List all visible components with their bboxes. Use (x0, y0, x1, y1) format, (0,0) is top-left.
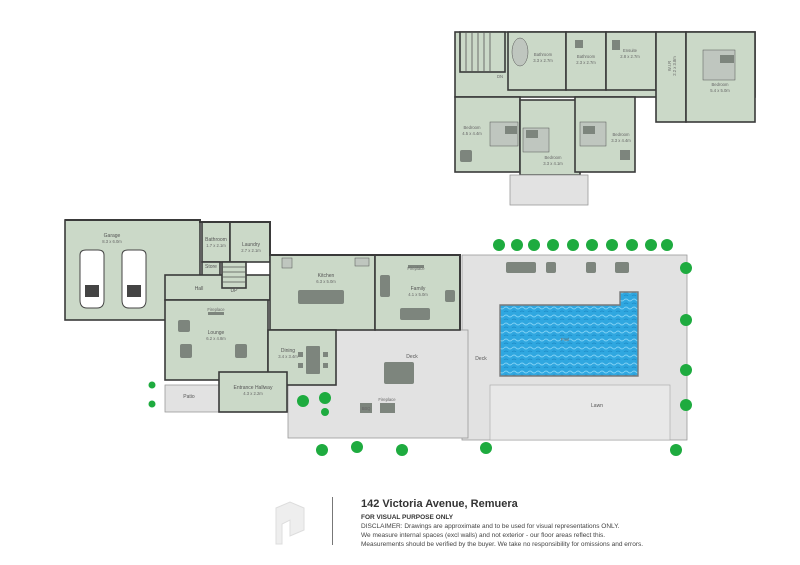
label-bedroom-c: Bedroom (613, 132, 631, 137)
label-bedroom-master: Bedroom (712, 82, 730, 87)
dim-garage: 8.3 x 6.0m (102, 239, 122, 244)
label-kitchen: Kitchen (318, 273, 335, 279)
label-bedroom-b: Bedroom (545, 155, 563, 160)
stair-down (459, 31, 506, 73)
balcony (509, 174, 589, 206)
trees (148, 239, 692, 456)
label-deck-pool: Deck (475, 356, 487, 362)
stairs-up (221, 261, 247, 289)
label-ensuite: Ensuite (623, 48, 638, 53)
lounge-fireplace (208, 312, 224, 315)
label-laundry: Laundry (242, 242, 261, 248)
label-bathroom-up1: Bathroom (534, 52, 553, 57)
stair-treads (222, 266, 246, 283)
label-patio: Patio (183, 394, 195, 400)
garage-cars (79, 249, 147, 309)
label-bathroom-up2: Bathroom (577, 54, 596, 59)
patio-area (164, 384, 220, 413)
dim-bedroom-a: 4.5 x 4.4m (462, 131, 482, 136)
pool-furniture (506, 262, 629, 273)
family-fireplace (408, 265, 424, 268)
disclaimer: DISCLAIMER: Drawings are approximate and… (361, 522, 721, 549)
dining-room (267, 329, 337, 386)
exterior-walls (65, 219, 461, 330)
label-entrance: Entrance Hallway (234, 385, 273, 391)
label-lawn: Lawn (591, 403, 603, 409)
label-pool: Pool (561, 337, 569, 342)
label-store: Store (205, 264, 217, 270)
dim-bathroom-up2: 2.3 x 2.7m (576, 60, 596, 65)
lawn-area (489, 384, 671, 441)
label-bbq: BBQ (362, 406, 372, 411)
label-hall: Hall (195, 286, 204, 292)
wir-room (655, 31, 687, 123)
upper-furniture (460, 37, 736, 162)
label-dining: Dining (281, 348, 295, 354)
kitchen-furniture (281, 257, 370, 304)
footer-divider (332, 497, 333, 545)
dim-kitchen: 6.3 x 5.0m (316, 279, 336, 284)
disclaimer-line-3: Measurements should be verified by the b… (361, 541, 644, 548)
disclaimer-label: DISCLAIMER: (361, 523, 403, 530)
dim-family: 4.1 x 5.0m (408, 292, 428, 297)
bathroom-up2-room (565, 31, 607, 91)
property-title: 142 Victoria Avenue, Remuera (361, 498, 518, 510)
visual-purpose-notice: FOR VISUAL PURPOSE ONLY (361, 514, 454, 521)
label-lounge: Lounge (208, 330, 225, 336)
label-wir: W.I.R (667, 61, 672, 71)
label-bedroom-a: Bedroom (464, 125, 482, 130)
label-up: UP (231, 288, 239, 294)
dim-wir: 2.2 x 3.8m (672, 56, 677, 76)
hall-room (164, 274, 271, 301)
family-furniture (380, 265, 455, 320)
dim-entrance: 4.3 x 2.2m (243, 391, 263, 396)
entrance-room (218, 371, 288, 413)
label-fireplace-deck: Fireplace (378, 397, 396, 402)
label-deck-main: Deck (406, 354, 418, 360)
label-fireplace-lounge: Fireplace (207, 307, 225, 312)
label-garage: Garage (104, 233, 121, 239)
deck-fireplace (380, 403, 395, 413)
label-fireplace-family: Fireplace (407, 266, 425, 271)
dim-bedroom-b: 3.3 x 4.1m (543, 161, 563, 166)
disclaimer-line-1: DISCLAIMER: Drawings are approximate and… (361, 522, 721, 531)
label-family: Family (411, 286, 426, 292)
pool-shape (499, 291, 639, 377)
dim-lounge: 6.2 x 4.8m (206, 336, 226, 341)
dim-bathroom-up1: 3.3 x 2.7m (533, 58, 553, 63)
dim-laundry: 2.7 x 2.1m (241, 248, 261, 253)
dim-dining: 3.4 x 3.4m (278, 354, 298, 359)
lounge-furniture (178, 312, 247, 358)
dining-furniture (298, 346, 328, 374)
dim-bathroom-ground: 1.7 x 2.1m (206, 243, 226, 248)
label-bathroom-ground: Bathroom (205, 237, 227, 243)
deck-furniture (360, 362, 414, 413)
disclaimer-text-1: Drawings are approximate and to be used … (404, 523, 620, 530)
dim-bedroom-c: 3.3 x 4.4m (611, 138, 631, 143)
dim-ensuite: 2.8 x 2.7m (620, 54, 640, 59)
company-logo-icon (275, 501, 305, 545)
stair-down-treads (465, 32, 491, 72)
dim-bedroom-master: 5.4 x 5.0m (710, 88, 730, 93)
label-dn: DN (497, 74, 503, 79)
disclaimer-line-2: We measure internal spaces (excl walls) … (361, 532, 606, 539)
